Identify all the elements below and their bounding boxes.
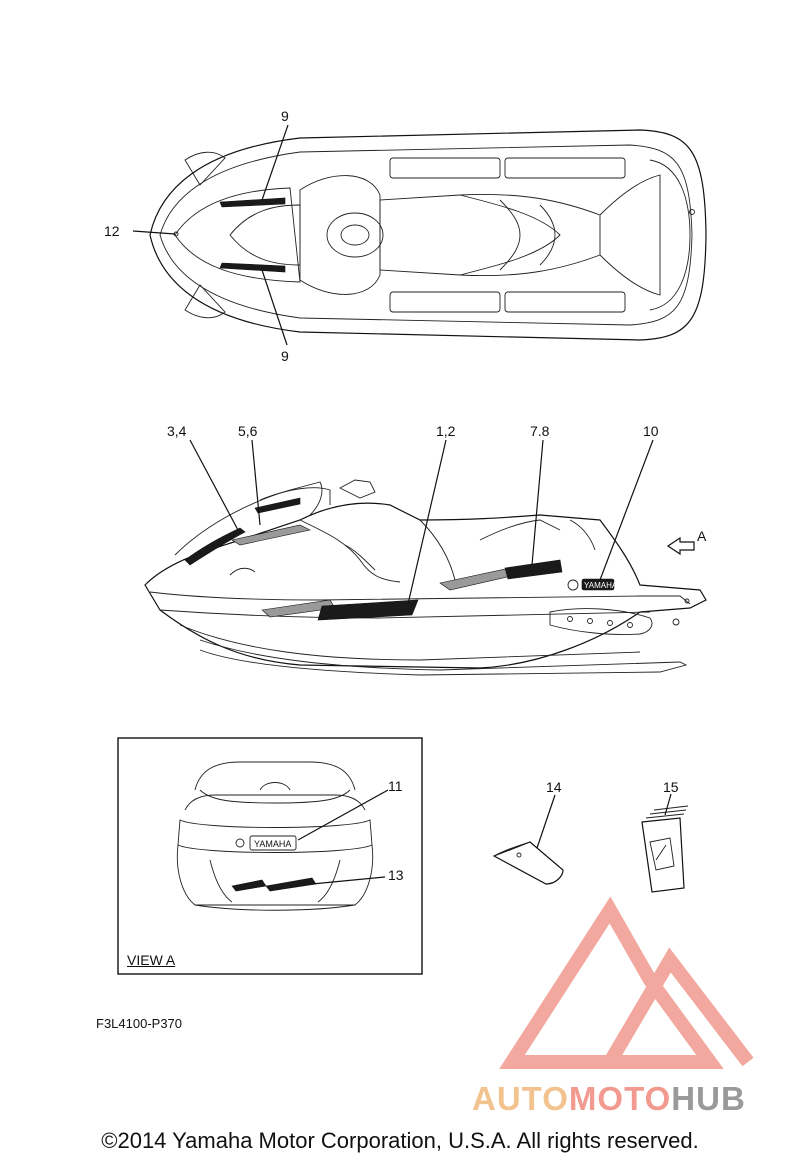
watermark-part-moto: MOTO: [568, 1080, 672, 1117]
callout-view-a-13: 13: [388, 867, 404, 883]
pouch-part-icon: [492, 841, 564, 885]
watermark-part-auto: AUTO: [472, 1080, 569, 1117]
watermark-brand: AUTOMOTOHUB: [472, 1080, 746, 1118]
callout-side-7-8: 7.8: [530, 423, 550, 439]
callout-side-5-6: 5,6: [238, 423, 258, 439]
watermark-part-hub: HUB: [671, 1080, 746, 1117]
label-sheet-part-icon: [641, 805, 689, 893]
view-a-label: VIEW A: [127, 952, 176, 968]
view-a-frame: [117, 737, 423, 975]
callout-top-9a: 9: [281, 108, 289, 124]
callout-part-15: 15: [663, 779, 679, 795]
callout-top-9b: 9: [281, 348, 289, 364]
callout-side-10: 10: [643, 423, 659, 439]
callout-top-12: 12: [104, 223, 120, 239]
side-view-watercraft: YAMAHA: [144, 479, 707, 676]
drawing-code: F3L4100-P370: [96, 1016, 183, 1031]
arrow-label: A: [697, 528, 707, 544]
side-brand-plate: YAMAHA: [584, 581, 618, 590]
callout-side-1-2: 1,2: [436, 423, 456, 439]
rear-brand-plate: YAMAHA: [254, 839, 291, 849]
top-view-watercraft: [149, 129, 707, 341]
callout-side-3-4: 3,4: [167, 423, 187, 439]
automotohub-logo-icon: [499, 896, 754, 1069]
view-arrow-icon: [666, 536, 695, 556]
callout-part-14: 14: [546, 779, 562, 795]
callout-view-a-11: 11: [388, 778, 403, 794]
copyright-footer: ©2014 Yamaha Motor Corporation, U.S.A. A…: [101, 1128, 699, 1153]
rear-view-watercraft: YAMAHA: [176, 761, 374, 911]
